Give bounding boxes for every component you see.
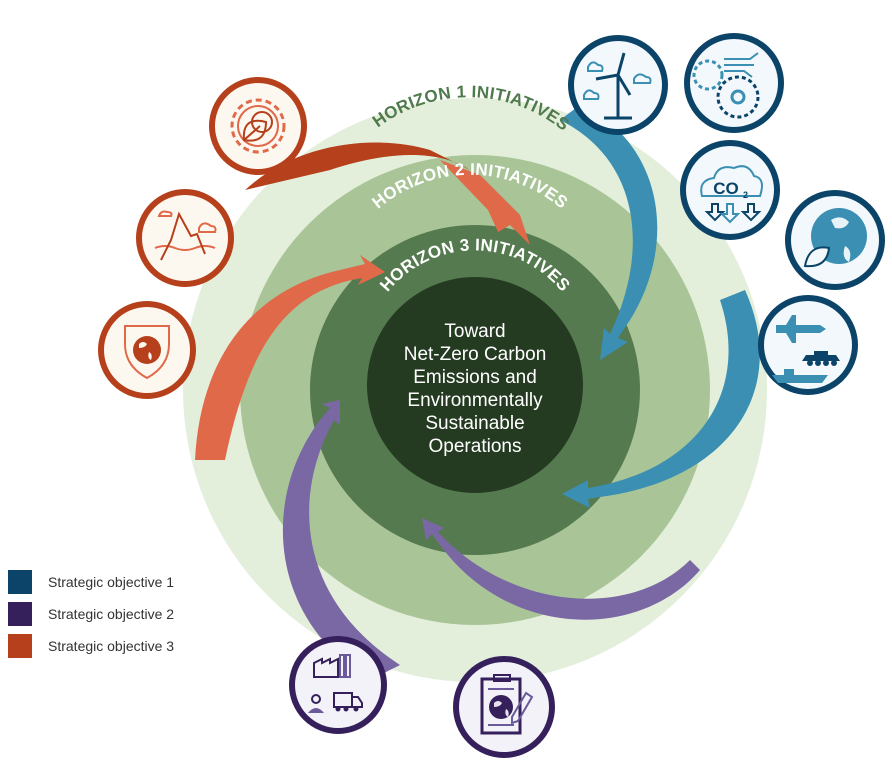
gear-circuit-icon	[684, 33, 784, 133]
legend-label: Strategic objective 3	[48, 638, 175, 654]
co2-reduction-icon: CO 2	[680, 140, 780, 240]
arrow-obj2-bottom	[422, 518, 700, 620]
objective-1-arrows	[560, 105, 760, 508]
center-line: Net-Zero Carbon	[404, 344, 547, 365]
center-line: Operations	[429, 436, 522, 457]
center-title: Toward Net-Zero Carbon Emissions and Env…	[404, 321, 547, 457]
shield-globe-icon	[98, 301, 196, 399]
clipboard-globe-icon	[453, 656, 555, 758]
legend-swatch	[8, 570, 32, 594]
objective-3-arrows	[195, 142, 530, 460]
objective-2-arrows	[282, 400, 700, 680]
arrow-obj2-left	[282, 400, 400, 680]
co2-subscript: 2	[743, 190, 748, 200]
globe-leaf-icon	[785, 190, 885, 290]
legend-item-objective-3: Strategic objective 3	[8, 630, 174, 662]
wind-turbine-icon	[568, 35, 668, 135]
legend: Strategic objective 1 Strategic objectiv…	[8, 566, 174, 662]
center-line: Toward	[444, 321, 505, 342]
arrow-obj1-right	[562, 290, 760, 508]
center-line: Sustainable	[425, 413, 524, 434]
military-vehicles-icon	[758, 295, 858, 395]
legend-item-objective-1: Strategic objective 1	[8, 566, 174, 598]
legend-swatch	[8, 602, 32, 626]
co2-text: CO	[713, 179, 739, 198]
legend-label: Strategic objective 1	[48, 574, 175, 590]
legend-item-objective-2: Strategic objective 2	[8, 598, 174, 630]
arrow-obj3-top	[245, 142, 470, 190]
arrow-obj3-left	[195, 255, 385, 460]
center-line: Emissions and	[413, 367, 537, 388]
arrow-obj1-top	[560, 105, 658, 360]
center-line: Environmentally	[407, 390, 543, 411]
legend-swatch	[8, 634, 32, 658]
center-core	[367, 277, 583, 493]
gear-leaf-icon	[209, 77, 307, 175]
legend-label: Strategic objective 2	[48, 606, 175, 622]
arrow-obj3-h2	[440, 160, 530, 245]
factory-supply-chain-icon	[289, 636, 387, 734]
iceberg-icon	[136, 189, 234, 287]
